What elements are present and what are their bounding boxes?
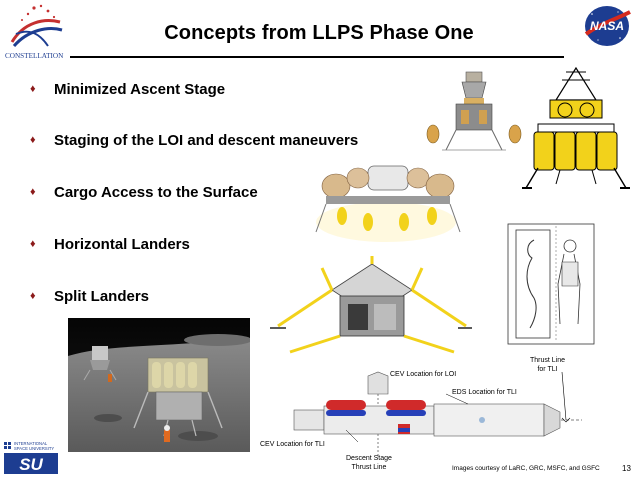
bullet-item: ♦ Staging of the LOI and descent maneuver…: [30, 131, 358, 150]
bullet-text: Split Landers: [54, 288, 150, 305]
bullet-marker: ♦: [30, 186, 36, 198]
lunar-surface-image: [68, 318, 250, 452]
horizontal-lander-image: [306, 160, 466, 250]
bullet-marker: ♦: [30, 83, 36, 95]
bullet-item: ♦ Minimized Ascent Stage: [30, 80, 225, 99]
thrust-line-tli-label: Thrust Line for TLI: [530, 357, 566, 373]
title-rule: [70, 56, 564, 58]
ascent-stage-image: [424, 70, 524, 160]
split-lander-image: [262, 256, 472, 356]
tli-schematic: [286, 370, 586, 462]
isu-logo: INTERNATIONAL SPACE UNIVERSITY SU: [2, 440, 60, 476]
bullet-marker: ♦: [30, 238, 36, 250]
isu-top-text: INTERNATIONAL: [14, 441, 48, 446]
bullet-text: Minimized Ascent Stage: [54, 81, 226, 98]
constellation-logo: CONSTELLATION: [4, 2, 70, 62]
bullet-text: Cargo Access to the Surface: [54, 184, 258, 201]
isu-bottom-text: SPACE UNIVERSITY: [14, 446, 54, 451]
bullet-text: Horizontal Landers: [54, 236, 190, 253]
image-credit: Images courtesy of LaRC, GRC, MSFC, and …: [452, 465, 600, 472]
isu-mark-text: SU: [19, 455, 43, 474]
bullet-text: Staging of the LOI and descent maneuvers: [54, 132, 359, 149]
cev-loi-label: CEV Location for LOI: [390, 371, 457, 378]
page-number: 13: [622, 464, 631, 473]
yellow-lander-drawing: [520, 64, 632, 194]
bullet-marker: ♦: [30, 134, 36, 146]
constellation-logo-text: CONSTELLATION: [5, 52, 64, 60]
cev-tli-label: CEV Location for TLI: [260, 441, 325, 448]
nasa-logo-text: NASA: [590, 19, 624, 33]
eds-label: EDS Location for TLI: [452, 389, 517, 396]
nasa-logo: NASA: [580, 4, 634, 48]
bullet-item: ♦ Split Landers: [30, 287, 149, 306]
bullet-item: ♦ Cargo Access to the Surface: [30, 183, 258, 202]
astronaut-sketch: [506, 222, 596, 352]
slide-title: Concepts from LLPS Phase One: [164, 22, 474, 44]
bullet-marker: ♦: [30, 290, 36, 302]
bullet-item: ♦ Horizontal Landers: [30, 235, 190, 254]
descent-thrust-label: Descent Stage Thrust Line: [346, 455, 392, 471]
